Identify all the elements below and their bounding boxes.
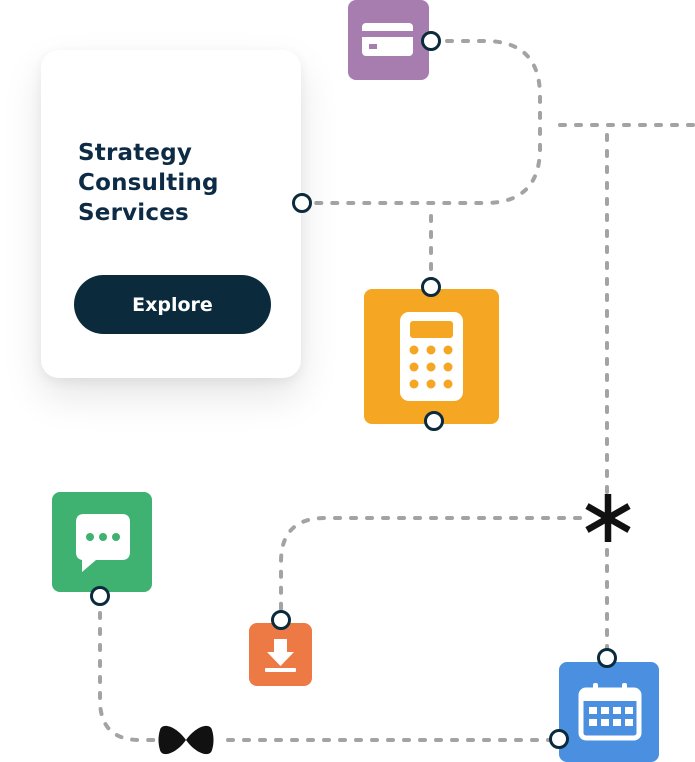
connector-node xyxy=(292,193,312,213)
credit-card-icon xyxy=(362,23,413,56)
download-icon xyxy=(265,639,296,672)
bowtie-icon xyxy=(158,725,214,755)
explore-button[interactable]: Explore xyxy=(74,275,271,334)
connector-node xyxy=(271,610,291,630)
card-title: Strategy Consulting Services xyxy=(78,138,278,228)
calculator-tile xyxy=(364,289,499,424)
connector-chat-to-bowtie xyxy=(98,595,162,742)
strategy-card: Strategy Consulting Services Explore xyxy=(41,50,301,378)
connector-asterisk-to-download xyxy=(279,516,582,622)
card-title-line: Strategy xyxy=(78,140,193,166)
card-title-line: Services xyxy=(78,200,189,226)
connector-node xyxy=(597,648,617,668)
calendar-icon xyxy=(578,683,642,741)
chat-bubble-icon xyxy=(76,514,130,572)
chat-tile xyxy=(52,492,152,592)
calculator-icon xyxy=(400,312,463,401)
calendar-tile xyxy=(559,662,659,762)
payment-tile xyxy=(348,0,429,80)
card-title-line: Consulting xyxy=(78,170,219,196)
connector-node xyxy=(421,31,441,51)
connector-node xyxy=(549,729,569,749)
connector-node xyxy=(421,277,441,297)
connector-node xyxy=(90,586,110,606)
connector-node xyxy=(424,411,444,431)
connector-payment-to-card xyxy=(301,39,542,205)
download-tile xyxy=(249,623,312,686)
asterisk-icon xyxy=(585,494,631,542)
